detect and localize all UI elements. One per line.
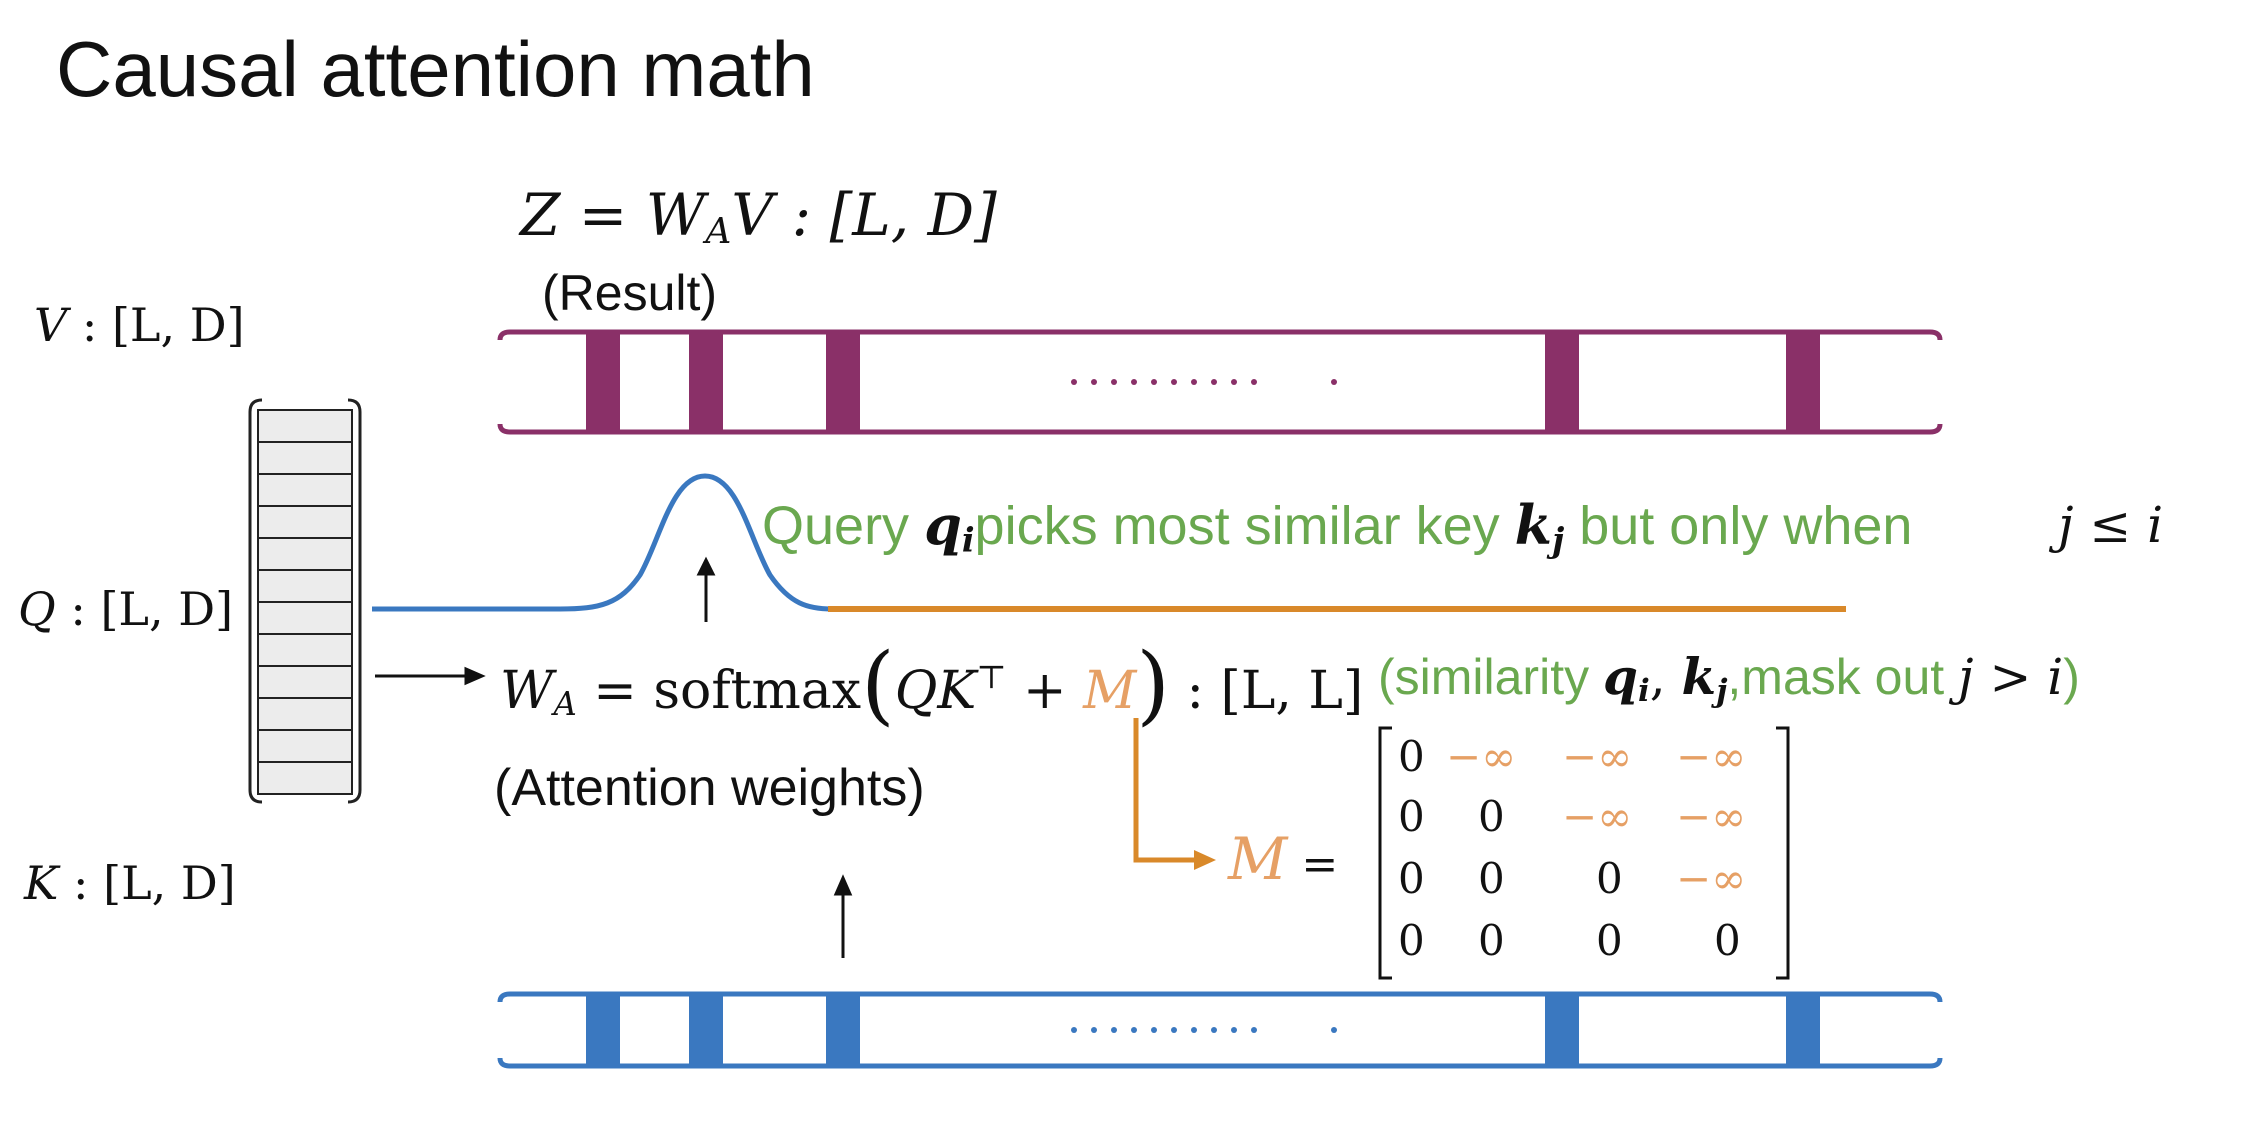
matrix-cell: −∞ xyxy=(1562,792,1633,841)
query-text-3: but only when xyxy=(1564,496,1913,556)
weights-note: (similarity qi, kj,mask out j > i) xyxy=(1378,652,2080,707)
matrix-cell: 0 xyxy=(1398,792,1425,841)
k-label: K : [L, D] xyxy=(24,860,236,906)
arrow-icon xyxy=(375,556,853,958)
weights-note-comma: , xyxy=(1649,648,1682,706)
q-symbol: Q xyxy=(18,582,56,636)
result-eq-rhs: V : [L, D] xyxy=(731,181,997,249)
query-k-symbol: k xyxy=(1514,493,1553,557)
page-title: Causal attention math xyxy=(56,25,815,113)
v-symbol: V xyxy=(34,298,68,352)
query-text-2: picks most similar key xyxy=(974,496,1515,556)
mask-symbol: M xyxy=(1228,825,1288,893)
ellipsis-dots xyxy=(1071,1027,1337,1033)
matrix-cell: 0 xyxy=(1398,854,1425,903)
matrix-cell: −∞ xyxy=(1562,732,1633,781)
result-token-block xyxy=(1545,334,1579,430)
q-colon: : xyxy=(55,582,101,636)
matrix-cell: −∞ xyxy=(1676,732,1747,781)
query-sentence: Query qipicks most similar key kj but on… xyxy=(762,498,1912,557)
q-dims: [L, D] xyxy=(100,582,234,636)
weights-lhs: W xyxy=(500,661,554,721)
weights-note-kj: k xyxy=(1681,647,1717,706)
key-token-block xyxy=(586,996,620,1064)
key-sequence-bar xyxy=(497,991,1943,1069)
result-token-block xyxy=(1786,334,1820,430)
result-token-block xyxy=(826,334,860,430)
q-label: Q : [L, D] xyxy=(18,586,233,632)
key-token-block xyxy=(826,996,860,1064)
matrix-brackets xyxy=(1378,726,1790,980)
matrix-cell: 0 xyxy=(1398,916,1425,965)
matrix-cell: −∞ xyxy=(1676,854,1747,903)
query-condition: j ≤ i xyxy=(2058,496,2164,554)
mask-eq: = xyxy=(1287,839,1339,890)
v-dims: [L, D] xyxy=(111,298,245,352)
result-caption: (Result) xyxy=(542,265,718,321)
weights-plus: + xyxy=(1006,661,1084,721)
matrix-cell: 0 xyxy=(1596,854,1623,903)
key-token-block xyxy=(689,996,723,1064)
matrix-cell: 0 xyxy=(1398,732,1425,781)
k-symbol: K xyxy=(24,856,59,910)
weights-note-qi-sub: i xyxy=(1637,672,1650,709)
weights-dims: : [L, L] xyxy=(1169,661,1364,721)
result-eq-lhs: Z = W xyxy=(520,181,706,249)
weights-caption: (Attention weights) xyxy=(494,759,925,817)
weights-note-mid: ,mask out xyxy=(1727,649,1959,705)
weights-transpose: ⊤ xyxy=(976,658,1007,697)
matrix-cell: 0 xyxy=(1478,916,1505,965)
v-colon: : xyxy=(67,298,112,352)
matrix-cell: 0 xyxy=(1478,854,1505,903)
key-token-block xyxy=(1786,996,1820,1064)
matrix-cell: 0 xyxy=(1596,916,1623,965)
weights-lhs-sub: A xyxy=(553,685,577,724)
matrix-cell: 0 xyxy=(1714,916,1741,965)
result-equation: Z = WAV : [L, D] xyxy=(520,186,997,250)
ellipsis-dots xyxy=(1071,379,1337,385)
query-q-symbol: q xyxy=(924,493,962,557)
query-text-1: Query xyxy=(762,496,925,556)
weights-note-qi: q xyxy=(1602,647,1638,706)
query-k-sub: j xyxy=(1552,520,1565,560)
weights-note-kj-sub: j xyxy=(1716,672,1728,709)
result-eq-sub: A xyxy=(705,210,732,252)
weights-mask-symbol: M xyxy=(1083,661,1137,721)
result-sequence-bar xyxy=(497,329,1943,435)
weights-open-paren: ( xyxy=(861,635,895,735)
matrix-cell: 0 xyxy=(1478,792,1505,841)
mask-arrow-icon xyxy=(1133,718,1216,870)
weights-close-paren: ) xyxy=(1136,635,1170,735)
stacked-matrix-icon xyxy=(248,398,362,804)
mask-label: M = xyxy=(1228,830,1338,888)
matrix-cell: −∞ xyxy=(1446,732,1517,781)
key-token-block xyxy=(1545,996,1579,1064)
v-label: V : [L, D] xyxy=(34,302,245,348)
weights-note-cond: j > i xyxy=(1958,648,2064,706)
gaussian-curve-icon xyxy=(372,473,833,612)
weights-equation: WA = softmax(QK⊤ + M) : [L, L] xyxy=(500,642,1363,728)
result-token-block xyxy=(586,334,620,430)
query-q-sub: i xyxy=(961,520,975,560)
k-dims: [L, D] xyxy=(103,856,236,910)
weights-note-close: ) xyxy=(2063,649,2080,705)
weights-softmax: = softmax xyxy=(576,661,862,721)
result-token-block xyxy=(689,334,723,430)
matrix-cell: −∞ xyxy=(1676,792,1747,841)
weights-qk: QK xyxy=(894,661,977,721)
k-colon: : xyxy=(58,856,104,910)
weights-note-open: (similarity xyxy=(1378,649,1603,705)
